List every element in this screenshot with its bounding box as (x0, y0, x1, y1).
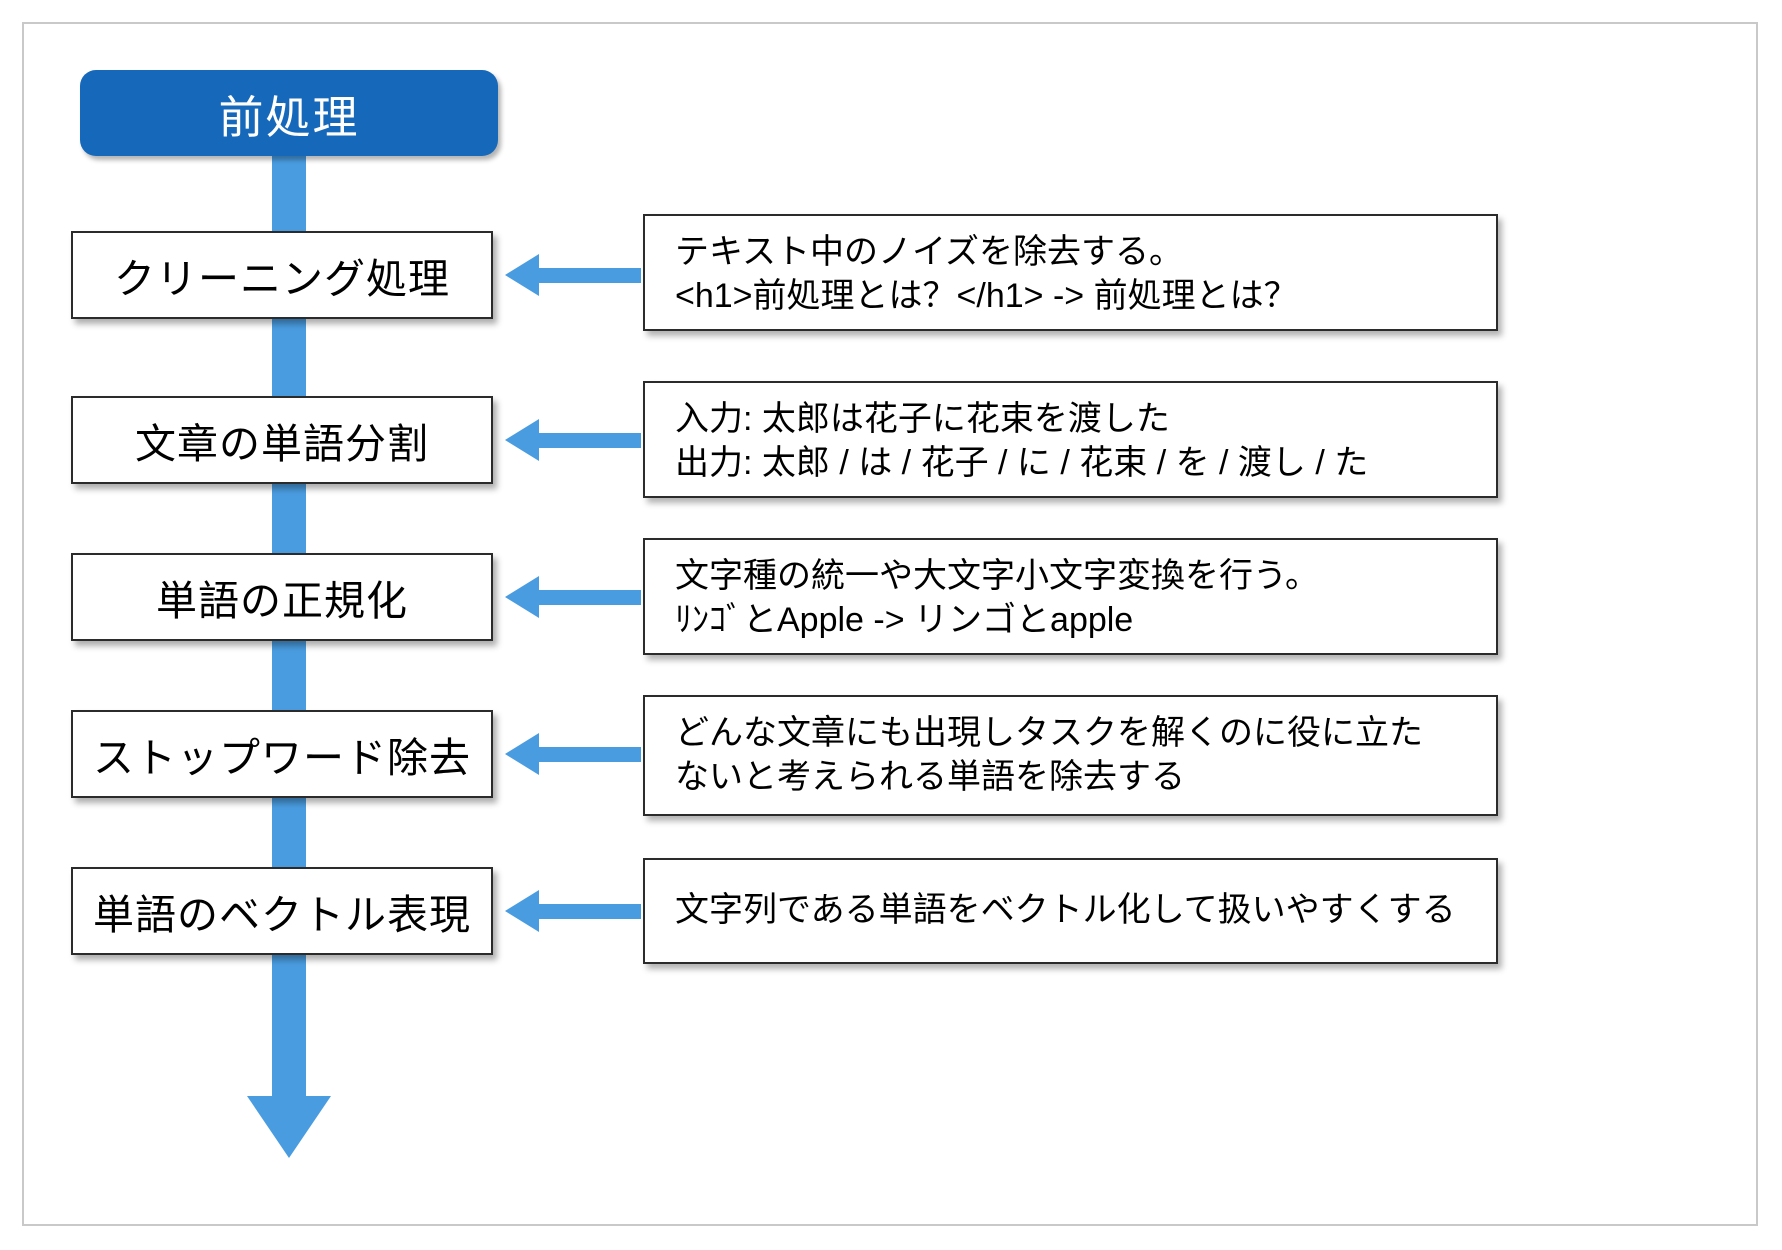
note-line: 出力: 太郎 / は / 花子 / に / 花束 / を / 渡し / た (675, 444, 1369, 483)
note-line: 入力: 太郎は花子に花束を渡した (675, 400, 1170, 438)
step-label: ストップワード除去 (93, 735, 471, 781)
note-line: ないと考えられる単語を除去する (675, 758, 1185, 797)
arrow-shaft (539, 433, 641, 448)
step-box-stopword-removal[interactable]: ストップワード除去 (71, 710, 493, 798)
arrow-left-icon-cleaning (505, 254, 641, 296)
diagram-title-box: 前処理 (80, 70, 498, 156)
step-box-tokenization[interactable]: 文章の単語分割 (71, 396, 493, 484)
step-label: クリーニング処理 (114, 256, 450, 302)
note-line: 文字種の統一や大文字小文字変換を行う。 (675, 557, 1319, 595)
arrow-head-icon (505, 890, 539, 932)
note-line: どんな文章にも出現しタスクを解くのに役に立た (675, 714, 1423, 752)
arrow-left-icon-word-vector (505, 890, 641, 932)
note-line: <h1>前処理とは？</h1> -> 前処理とは？ (675, 277, 1298, 316)
slide-border-frame (22, 22, 1758, 1226)
note-line: テキスト中のノイズを除去する。 (675, 233, 1183, 271)
flow-spine-arrowhead-icon (247, 1096, 331, 1158)
arrow-shaft (539, 904, 641, 919)
arrow-head-icon (505, 254, 539, 296)
arrow-shaft (539, 590, 641, 605)
arrow-head-icon (505, 419, 539, 461)
arrow-shaft (539, 747, 641, 762)
note-box-cleaning: テキスト中のノイズを除去する。 <h1>前処理とは？</h1> -> 前処理とは… (643, 214, 1498, 331)
note-box-stopword: どんな文章にも出現しタスクを解くのに役に立た ないと考えられる単語を除去する (643, 695, 1498, 816)
step-label: 単語の正規化 (156, 578, 408, 624)
note-box-tokenization: 入力: 太郎は花子に花束を渡した 出力: 太郎 / は / 花子 / に / 花… (643, 381, 1498, 498)
step-box-word-vector[interactable]: 単語のベクトル表現 (71, 867, 493, 955)
diagram-title-label: 前処理 (218, 91, 360, 143)
note-box-normalization: 文字種の統一や大文字小文字変換を行う。 ﾘﾝｺﾞとApple -> リンゴとap… (643, 538, 1498, 655)
step-label: 単語のベクトル表現 (93, 892, 471, 938)
arrow-left-icon-normalization (505, 576, 641, 618)
arrow-left-icon-stopword (505, 733, 641, 775)
step-box-cleaning[interactable]: クリーニング処理 (71, 231, 493, 319)
arrow-shaft (539, 268, 641, 283)
note-line: 文字列である単語をベクトル化して扱いやすくする (675, 890, 1456, 929)
arrow-left-icon-tokenization (505, 419, 641, 461)
step-box-normalization[interactable]: 単語の正規化 (71, 553, 493, 641)
arrow-head-icon (505, 733, 539, 775)
note-box-word-vector: 文字列である単語をベクトル化して扱いやすくする (643, 858, 1498, 964)
note-line: ﾘﾝｺﾞとApple -> リンゴとapple (675, 601, 1134, 640)
step-label: 文章の単語分割 (135, 421, 429, 467)
arrow-head-icon (505, 576, 539, 618)
